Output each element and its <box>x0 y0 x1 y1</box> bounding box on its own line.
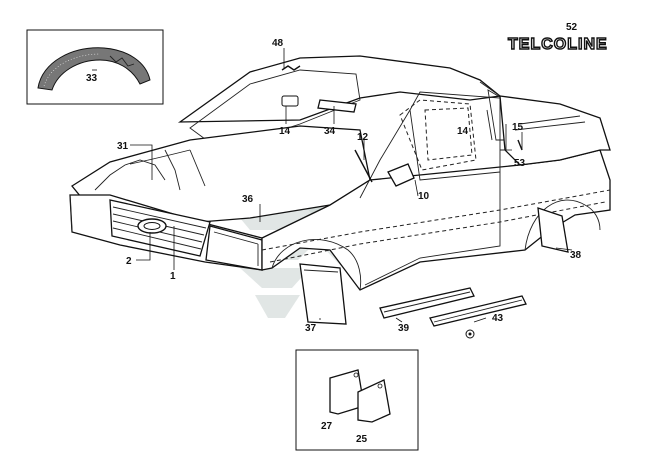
telcoline-logo: TELCOLINE <box>507 35 608 53</box>
callout-14a: 14 <box>279 126 291 137</box>
callout-15: 15 <box>512 122 524 133</box>
sill-trim-43 <box>429 295 527 327</box>
pillar-trim-53 <box>517 139 523 151</box>
inset-mudflaps <box>295 349 419 451</box>
inset-wheel-liner <box>26 29 164 105</box>
callout-38: 38 <box>570 250 582 261</box>
callouts: 1 2 10 12 14 14 15 25 27 31 33 34 36 37 … <box>86 22 582 445</box>
callout-12: 12 <box>357 132 369 143</box>
callout-1: 1 <box>170 271 176 282</box>
sill-trim-39 <box>379 287 475 319</box>
callout-31: 31 <box>117 141 129 152</box>
callout-34: 34 <box>324 126 336 137</box>
callout-48: 48 <box>272 38 284 49</box>
callout-14b: 14 <box>457 126 469 137</box>
callout-53: 53 <box>514 158 526 169</box>
truck-body <box>69 55 611 291</box>
mudflap-rear <box>537 207 569 253</box>
callout-37: 37 <box>305 323 317 334</box>
callout-10: 10 <box>418 191 430 202</box>
callout-33: 33 <box>86 73 98 84</box>
svg-text:TELCOLINE: TELCOLINE <box>508 36 608 53</box>
callout-36: 36 <box>242 194 254 205</box>
leader-lines <box>92 48 573 323</box>
callout-43: 43 <box>492 313 504 324</box>
clip-43 <box>465 329 475 339</box>
callout-27: 27 <box>321 421 333 432</box>
mudflap-front <box>299 263 347 325</box>
callout-39: 39 <box>398 323 410 334</box>
callout-25: 25 <box>356 434 368 445</box>
callout-2: 2 <box>126 256 132 267</box>
callout-52: 52 <box>566 22 578 33</box>
